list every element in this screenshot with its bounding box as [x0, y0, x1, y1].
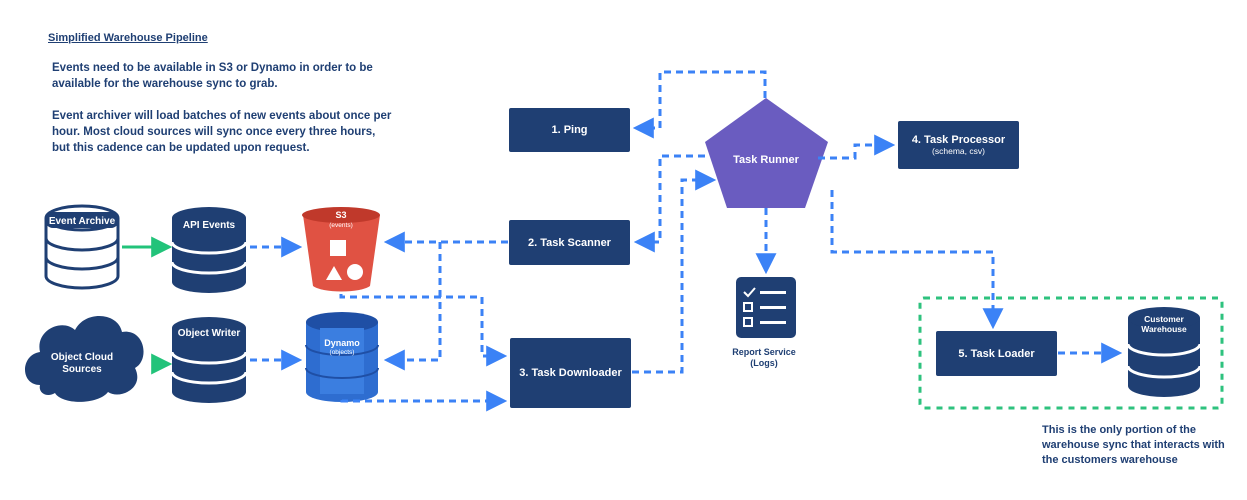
task-ping: 1. Ping	[509, 108, 630, 152]
s3-sub-label: (events)	[329, 222, 352, 229]
customer-warehouse-label-line1: Customer	[1144, 314, 1184, 324]
task-loader-label: 5. Task Loader	[958, 347, 1035, 360]
task-ping-label: 1. Ping	[551, 124, 588, 136]
api-events-database-icon	[170, 207, 248, 293]
dynamo-icon	[305, 312, 379, 402]
task-downloader: 3. Task Downloader	[510, 338, 631, 408]
downloader-to-runner-arrow	[632, 169, 717, 374]
object-cloud-label-line1: Object Cloud	[51, 352, 113, 363]
task-scanner-label: 2. Task Scanner	[528, 236, 611, 249]
report-service-icon	[736, 277, 796, 338]
runner-to-loader-arrow	[830, 190, 1004, 330]
task-processor-label: 4. Task Processor	[911, 134, 1006, 146]
customer-warehouse-region	[918, 296, 1224, 410]
runner-to-processor-arrow	[818, 134, 896, 160]
object-writer-database-icon	[170, 317, 248, 403]
api-events-label: API Events	[183, 220, 236, 231]
report-service-label-line1: Report Service	[732, 347, 796, 357]
task-loader: 5. Task Loader	[936, 331, 1057, 376]
customer-warehouse-database-icon	[1126, 307, 1202, 397]
task-scanner: 2. Task Scanner	[509, 220, 630, 265]
s3-to-downloader-arrow	[339, 294, 508, 367]
task-runner-shape	[705, 98, 828, 208]
event-archive-label: Event Archive	[49, 216, 116, 227]
scanner-to-dynamo-arrow	[383, 242, 442, 371]
dynamo-label: Dynamo	[324, 338, 360, 348]
intro-paragraph-1: Events need to be available in S3 or Dyn…	[52, 62, 373, 90]
runner-to-ping-arrow	[632, 70, 767, 139]
object-writer-label: Object Writer	[178, 328, 241, 339]
s3-label: S3	[335, 210, 346, 220]
runner-to-scanner-arrow	[633, 154, 705, 253]
dynamo-to-downloader-arrow	[340, 390, 508, 412]
task-processor: 4. Task Processor (schema, csv)	[898, 121, 1019, 169]
dynamo-sub-label: (objects)	[330, 349, 355, 356]
intro-paragraph-2: Event archiver will load batches of new …	[52, 110, 392, 154]
cloud-icon	[25, 315, 144, 402]
object-cloud-label-line2: Sources	[62, 364, 102, 375]
event-archive-label-bg	[45, 212, 119, 228]
task-processor-sub-label: (schema, csv)	[932, 146, 985, 156]
task-runner-label: Task Runner	[733, 154, 800, 166]
s3-bucket-icon	[302, 207, 380, 292]
customer-warehouse-note: This is the only portion of the warehous…	[1042, 424, 1225, 466]
customer-warehouse-label-line2: Warehouse	[1141, 324, 1187, 334]
report-service-label: Report Service (Logs)	[724, 347, 804, 369]
report-service-label-line2: (Logs)	[750, 358, 778, 368]
task-downloader-label: 3. Task Downloader	[519, 367, 622, 379]
diagram-title: Simplified Warehouse Pipeline	[48, 32, 208, 44]
